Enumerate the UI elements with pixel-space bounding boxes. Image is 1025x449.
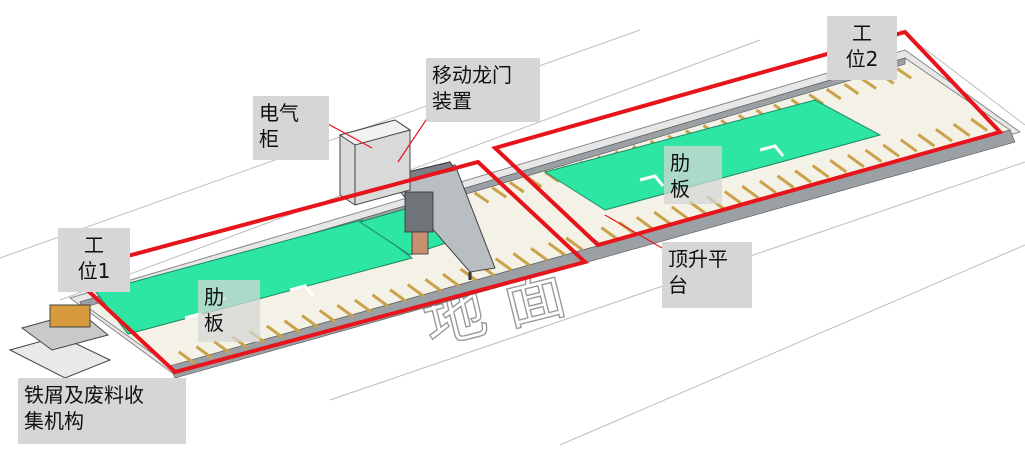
bed-slat xyxy=(653,210,672,225)
chip-collector-machine xyxy=(8,304,112,379)
bed-slat xyxy=(442,272,460,288)
bed-slat xyxy=(318,309,337,324)
bed-slat xyxy=(952,122,971,137)
bed-slat xyxy=(635,216,654,231)
station2-frame xyxy=(491,29,1004,248)
bed-slat xyxy=(935,128,953,143)
bed-slat xyxy=(494,257,513,272)
label-lift-platform: 顶升平 台 xyxy=(662,242,752,308)
bed-slat xyxy=(899,138,918,153)
bed-slat xyxy=(970,117,989,132)
bed-slat xyxy=(530,247,548,262)
bed-slat xyxy=(829,159,848,174)
bed-slat xyxy=(301,314,319,329)
bed-slat xyxy=(424,278,443,293)
bed-slat xyxy=(389,288,407,303)
label-station1: 工 位1 xyxy=(58,228,130,292)
bed-slat xyxy=(547,241,566,256)
bed-slat xyxy=(794,169,812,184)
bed-slat xyxy=(811,164,830,179)
bed-slat xyxy=(759,179,777,194)
bed-slat xyxy=(825,88,842,101)
bed-slat xyxy=(406,283,425,298)
label-station2: 工 位2 xyxy=(827,16,897,80)
electrical-cabinet xyxy=(338,119,412,206)
bed-slat xyxy=(213,340,231,355)
station1-frame xyxy=(64,159,589,375)
bed-slat xyxy=(283,319,302,334)
bed-slat xyxy=(741,185,760,200)
bed-slat xyxy=(723,190,742,205)
label-gantry: 移动龙门 装置 xyxy=(426,58,540,122)
bed-slat xyxy=(864,148,883,163)
bed-slat xyxy=(491,186,508,199)
bed-slat xyxy=(265,324,284,339)
bed-slat xyxy=(882,143,901,158)
bed-slat xyxy=(808,93,825,106)
label-electrical-cabinet: 电气 柜 xyxy=(253,96,329,160)
bed-slat xyxy=(473,191,490,204)
label-rib-plate-right: 肋 板 xyxy=(664,146,722,204)
bed-slat xyxy=(565,236,584,251)
bed-slat xyxy=(508,181,525,194)
bed-slat xyxy=(776,174,795,189)
label-chip-collector: 铁屑及废料收 集机构 xyxy=(18,378,186,444)
bed-slat xyxy=(336,304,355,319)
bed-slat xyxy=(600,226,619,241)
label-rib-plate-left: 肋 板 xyxy=(198,280,260,342)
bed-slat xyxy=(195,345,214,360)
bed-slat xyxy=(354,298,372,313)
bed-slat xyxy=(670,205,689,220)
bed-slat xyxy=(843,82,860,95)
bed-slat xyxy=(177,350,196,365)
bed-slat xyxy=(861,77,877,90)
bed-slat xyxy=(371,293,390,308)
bed-slat xyxy=(512,252,531,267)
bed-slat xyxy=(917,133,936,148)
bed-slat xyxy=(847,153,865,169)
bed-slat xyxy=(896,67,913,80)
